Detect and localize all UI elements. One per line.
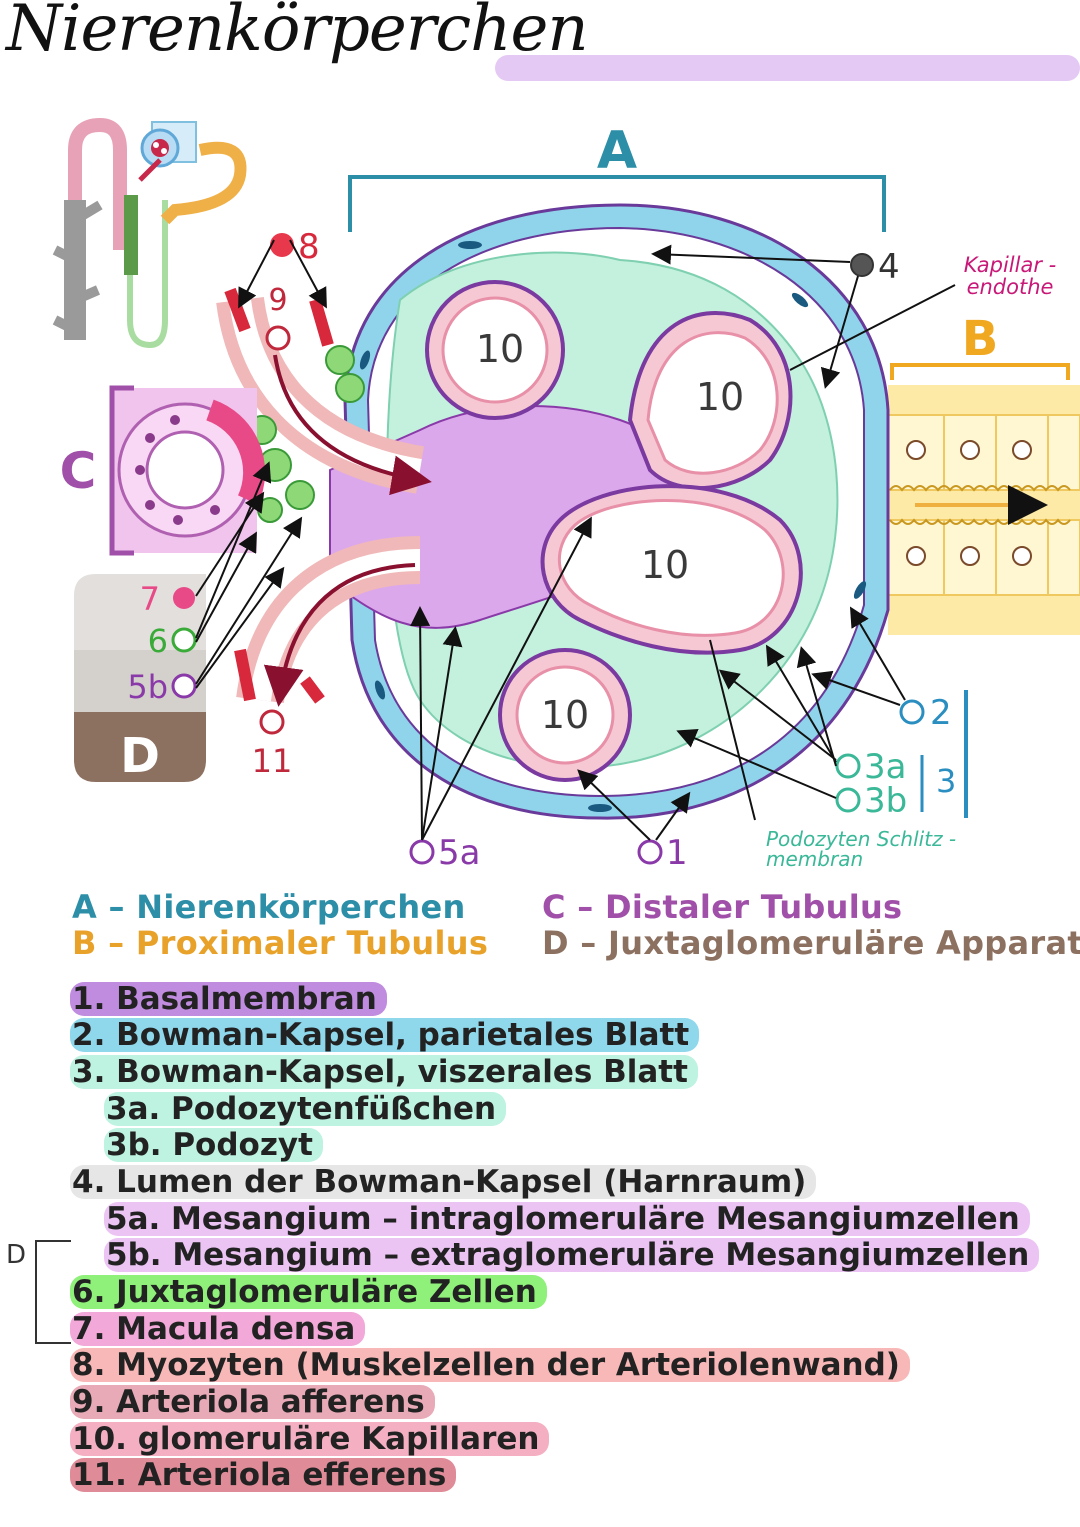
list-item-5a: 5a. Mesangium – intraglomeruläre Mesangi… xyxy=(104,1202,1030,1236)
label-kapillar-1: Kapillar - xyxy=(964,253,1056,277)
afferent-arteriole xyxy=(216,287,432,496)
list-item-3b: 3b. Podozyt xyxy=(104,1128,323,1162)
legend-a: A – Nierenkörperchen xyxy=(72,888,466,926)
marker-11 xyxy=(259,709,285,735)
pointer-lines xyxy=(195,239,956,841)
d-bracket xyxy=(35,1240,71,1344)
marker-8 xyxy=(270,233,294,257)
label-8: 8 xyxy=(298,227,320,267)
list-item-1: 1. Basalmembran xyxy=(70,982,387,1016)
bracket-b xyxy=(890,363,1070,380)
label-1: 1 xyxy=(666,833,688,873)
bracket-a xyxy=(348,175,886,232)
label-a: A xyxy=(597,121,637,181)
label-7: 7 xyxy=(140,580,160,618)
list-item-6: 6. Juxtaglomeruläre Zellen xyxy=(70,1275,547,1309)
label-3a: 3a xyxy=(864,747,906,787)
title-underline-bar xyxy=(495,55,1080,81)
legend-b: B – Proximaler Tubulus xyxy=(72,924,489,962)
label-3b: 3b xyxy=(864,781,907,821)
label-c: C xyxy=(60,442,97,500)
list-item-11: 11. Arteriola efferens xyxy=(70,1458,457,1492)
marker-6 xyxy=(171,627,197,653)
renal-corpuscle-diagram: A B xyxy=(52,117,1080,873)
list-item-3: 3. Bowman-Kapsel, viszerales Blatt xyxy=(70,1055,698,1089)
list-item-10: 10. glomeruläre Kapillaren xyxy=(70,1422,550,1456)
label-5a: 5a xyxy=(438,833,480,873)
legend-c: C – Distaler Tubulus xyxy=(542,888,903,926)
bracket-c xyxy=(109,385,134,556)
label-kapillar-2: endothe xyxy=(967,275,1054,299)
marker-7 xyxy=(173,587,195,609)
label-10-d: 10 xyxy=(541,693,589,737)
marker-4 xyxy=(850,253,874,277)
label-podo-1: Podozyten Schlitz - xyxy=(766,827,956,851)
marker-5b xyxy=(171,673,197,699)
page-title: Nierenkörperchen xyxy=(6,0,589,66)
label-6: 6 xyxy=(148,622,168,660)
list-item-3a: 3a. Podozytenfüßchen xyxy=(104,1092,507,1126)
label-b: B xyxy=(962,311,999,367)
nephron-icon xyxy=(52,117,247,349)
label-3: 3 xyxy=(936,762,956,800)
list-item-4: 4. Lumen der Bowman-Kapsel (Harnraum) xyxy=(70,1165,817,1199)
label-d: D xyxy=(120,728,160,784)
list-item-8: 8. Myozyten (Muskelzellen der Arteriolen… xyxy=(70,1348,910,1382)
label-10-b: 10 xyxy=(696,375,744,419)
marker-9 xyxy=(265,325,291,351)
juxtaglomerular-cells xyxy=(247,345,365,523)
list-item-5b: 5b. Mesangium – extraglomeruläre Mesangi… xyxy=(104,1238,1040,1272)
label-podo-2: membran xyxy=(766,847,863,871)
label-5b: 5b xyxy=(127,668,168,706)
efferent-arteriole xyxy=(234,536,421,707)
d-bracket-label: D xyxy=(6,1240,27,1270)
marker-5a xyxy=(409,839,435,865)
label-2: 2 xyxy=(930,693,952,733)
label-10-c: 10 xyxy=(641,543,689,587)
list-item-9: 9. Arteriola afferens xyxy=(70,1385,435,1419)
label-10-a: 10 xyxy=(476,327,524,371)
distal-tubule xyxy=(112,388,266,553)
marker-3b xyxy=(835,787,861,813)
glomerular-capillaries xyxy=(425,280,803,782)
legend-d: D – Juxtaglomeruläre Apparat xyxy=(542,924,1080,962)
marker-3a xyxy=(835,753,861,779)
proximal-tubule xyxy=(887,385,1080,635)
label-9: 9 xyxy=(268,283,287,318)
marker-1 xyxy=(637,839,663,865)
label-4: 4 xyxy=(878,247,900,287)
label-11: 11 xyxy=(252,742,293,780)
marker-2 xyxy=(899,699,925,725)
list-item-7: 7. Macula densa xyxy=(70,1312,366,1346)
list-item-2: 2. Bowman-Kapsel, parietales Blatt xyxy=(70,1018,700,1052)
